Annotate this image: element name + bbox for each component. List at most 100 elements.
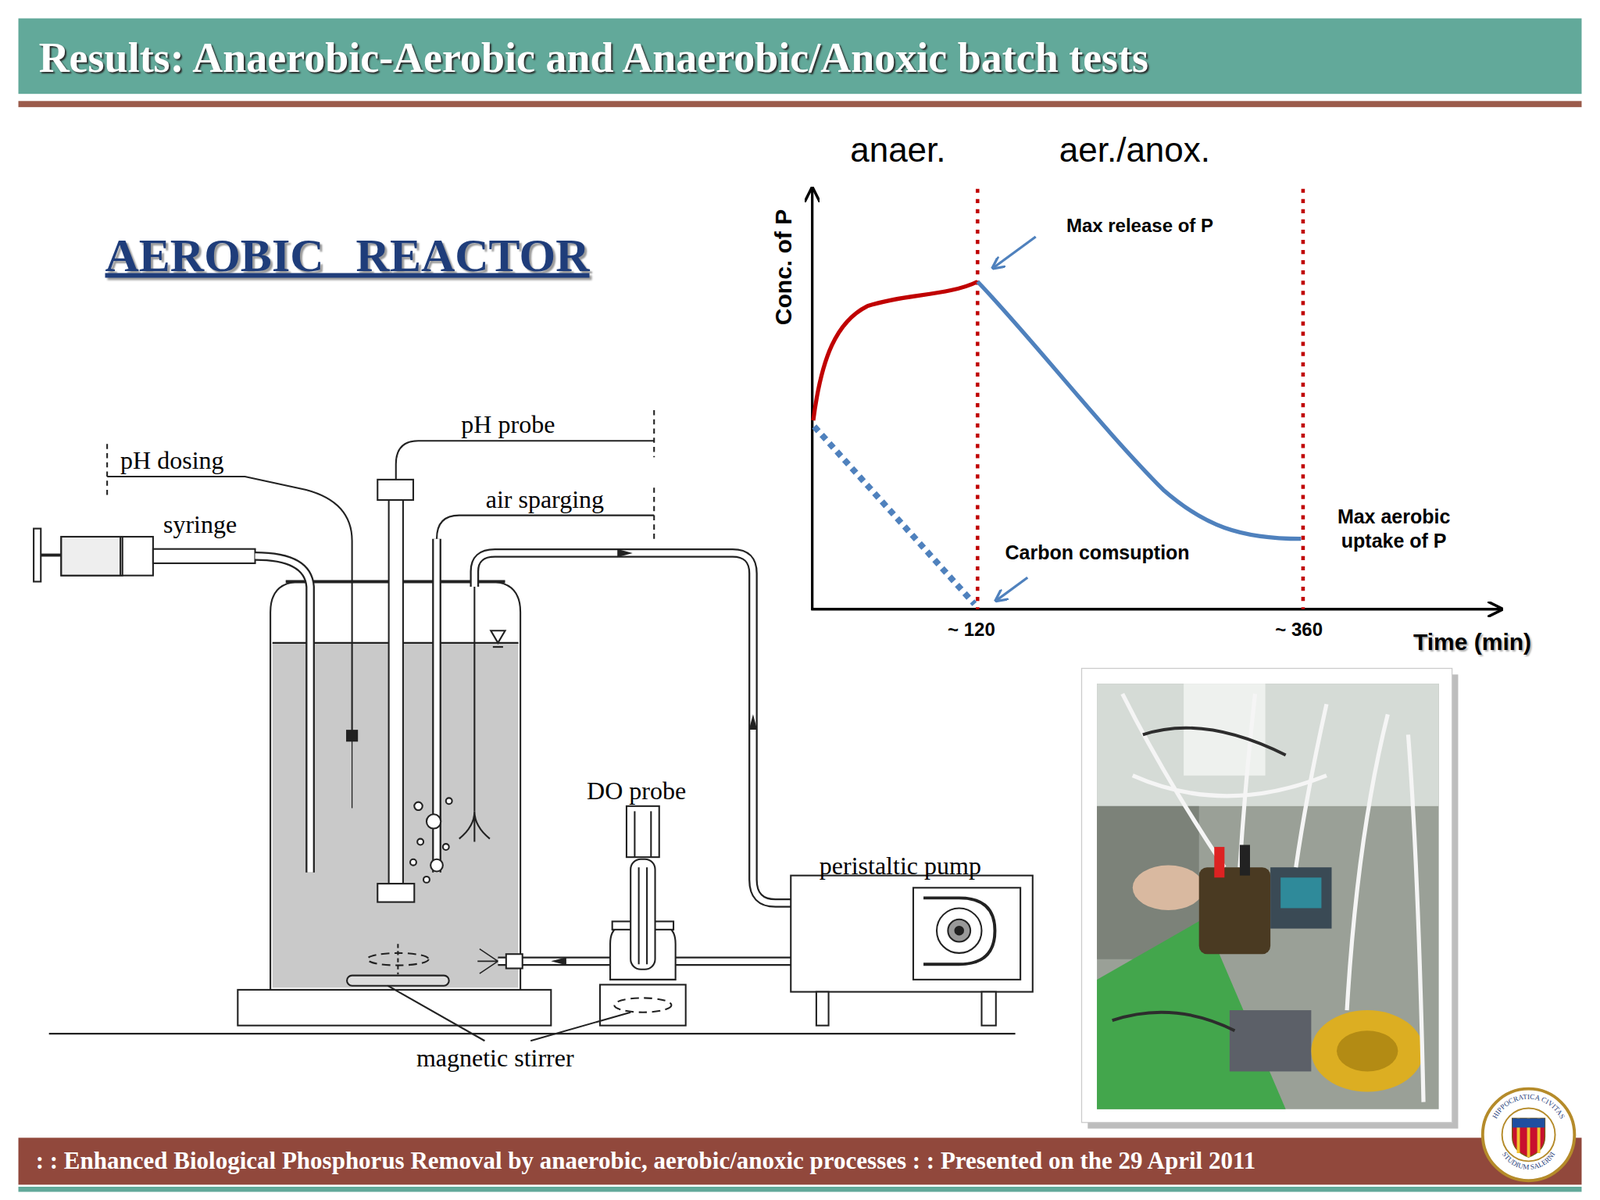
- university-seal: HIPPOCRATICA CIVITAS STUDIUM SALERNI: [1482, 1089, 1575, 1182]
- tick-label: ~ 360: [1275, 618, 1323, 641]
- svg-circle: [414, 802, 422, 811]
- svg-line: [810, 189, 814, 611]
- footer-caption: : : Enhanced Biological Phosphorus Remov…: [35, 1147, 1257, 1176]
- svg-path: [1122, 693, 1424, 1102]
- svg-path: [977, 281, 1301, 539]
- svg-line: [653, 487, 655, 541]
- svg-path: [396, 440, 654, 480]
- svg-rect: [18, 1137, 1583, 1185]
- phosphorus-chart: [810, 189, 1500, 611]
- svg-path: [436, 515, 654, 540]
- svg-line: [351, 740, 353, 808]
- svg-rect: [33, 528, 41, 583]
- svg-path: [813, 281, 978, 421]
- svg-rect: [18, 1186, 1583, 1193]
- lab-photo: [1081, 668, 1458, 1129]
- svg-path: [473, 586, 475, 811]
- svg-rect: [1199, 867, 1271, 954]
- svg-circle: [426, 814, 441, 829]
- svg-path: [474, 553, 924, 904]
- svg-ellipse: [614, 997, 672, 1012]
- svg-rect: [153, 549, 256, 564]
- peristaltic-pump: [790, 875, 1033, 1026]
- reactor-illustration: [33, 410, 1033, 1041]
- svg-rect: [913, 887, 1021, 980]
- svg-circle: [423, 876, 430, 883]
- svg-line: [49, 1032, 1016, 1035]
- svg-line: [492, 646, 504, 648]
- annotation: Max aerobic uptake of P: [1315, 503, 1472, 554]
- svg-rect: [816, 992, 829, 1026]
- svg-rect: [1270, 867, 1332, 929]
- svg-ellipse: [1336, 1030, 1398, 1072]
- stirrer-leaders: [387, 985, 631, 1042]
- phase-label: aer./anox.: [1059, 130, 1211, 171]
- phase-label: anaer.: [850, 130, 946, 171]
- svg-rect: [790, 875, 1033, 993]
- svg-line: [106, 443, 108, 495]
- svg-rect: [981, 992, 996, 1026]
- svg-ellipse: [1310, 1010, 1424, 1092]
- svg-path: [490, 630, 505, 643]
- section-heading: AEROBIC REACTOR: [105, 228, 590, 283]
- svg-rect: [1239, 844, 1250, 875]
- svg-rect: [1087, 674, 1458, 1129]
- part-label: magnetic stirrer: [416, 1043, 575, 1073]
- svg-rect: [346, 975, 450, 986]
- svg-path: [255, 556, 311, 873]
- svg-circle: [936, 907, 982, 953]
- svg-line: [633, 810, 636, 858]
- svg-rect: [389, 500, 404, 884]
- svg-rect: [1081, 668, 1452, 1123]
- svg-line: [650, 810, 652, 858]
- svg-circle: [446, 797, 453, 804]
- svg-line: [387, 985, 485, 1042]
- svg-rect: [18, 100, 1583, 108]
- stirrer-bar: [346, 943, 450, 986]
- svg-path: [923, 897, 995, 965]
- svg-line: [814, 426, 975, 604]
- svg-path: [474, 553, 924, 904]
- annotation: Max release of P: [1066, 214, 1214, 237]
- svg-circle: [442, 843, 450, 850]
- svg-circle: [1482, 1089, 1575, 1182]
- svg-circle: [955, 926, 964, 935]
- do-probe-cell: [610, 806, 676, 1013]
- svg-rect: [1512, 1118, 1546, 1129]
- part-label: DO probe: [586, 776, 686, 806]
- bubbles: [410, 797, 453, 883]
- svg-path: [107, 476, 352, 733]
- svg-line: [638, 867, 640, 965]
- svg-line: [530, 1012, 631, 1042]
- svg-rect: [18, 18, 1583, 95]
- svg-circle: [430, 859, 443, 872]
- title-band: [18, 18, 1583, 108]
- svg-line: [993, 236, 1036, 268]
- part-label: peristaltic pump: [819, 850, 982, 880]
- svg-rect: [626, 806, 660, 858]
- svg-line: [396, 943, 399, 975]
- part-label: syringe: [163, 510, 237, 540]
- svg-rect: [1214, 846, 1225, 878]
- svg-line: [1301, 189, 1306, 610]
- seal-text: HIPPOCRATICA CIVITAS: [1490, 1092, 1567, 1121]
- slide-title: Results: Anaerobic-Aerobic and Anaerobic…: [39, 33, 1150, 83]
- tick-label: ~ 120: [947, 618, 996, 641]
- svg-line: [996, 577, 1028, 600]
- svg-circle: [410, 859, 417, 866]
- svg-rect: [1229, 1010, 1311, 1072]
- svg-rect: [1096, 683, 1440, 1110]
- svg-line: [975, 189, 980, 610]
- svg-rect: [346, 730, 358, 741]
- svg-rect: [1280, 877, 1322, 908]
- ph-dosing-line: [107, 443, 358, 808]
- ph-probe: [377, 410, 654, 903]
- svg-line: [646, 867, 648, 965]
- svg-circle: [417, 839, 424, 846]
- svg-path: [459, 810, 490, 842]
- svg-rect: [600, 984, 686, 1025]
- svg-line: [810, 607, 1500, 611]
- svg-circle: [947, 919, 971, 943]
